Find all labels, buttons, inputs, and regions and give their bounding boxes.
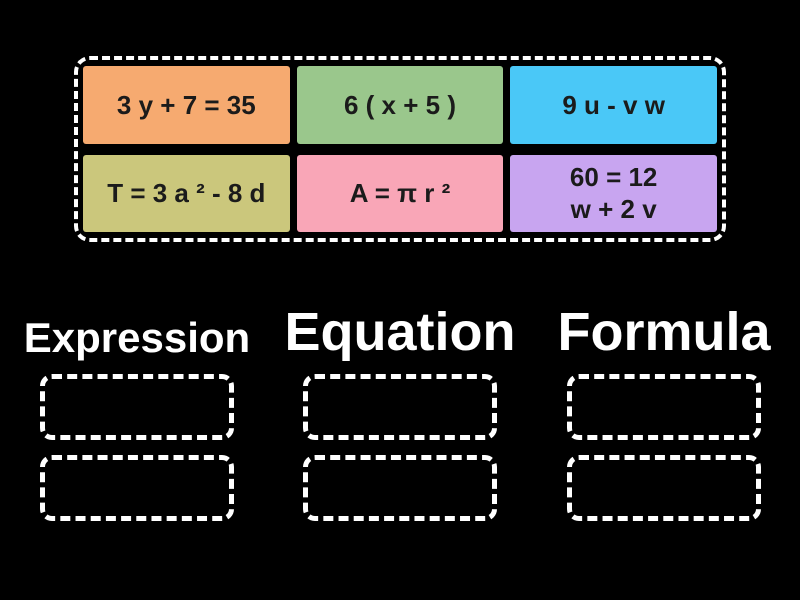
- category-column-equation: Equation: [285, 290, 516, 521]
- sort-card-1[interactable]: 3 y + 7 = 35: [83, 66, 290, 144]
- drop-slot-formula-1[interactable]: [567, 374, 761, 440]
- category-title-formula: Formula: [557, 301, 771, 362]
- card-tray: 3 y + 7 = 35 6 ( x + 5 ) 9 u - v w T = 3…: [74, 56, 726, 242]
- sort-card-2[interactable]: 6 ( x + 5 ): [296, 66, 504, 144]
- sort-card-3[interactable]: 9 u - v w: [510, 66, 717, 144]
- category-title-equation: Equation: [284, 301, 516, 362]
- category-column-expression: Expression: [23, 290, 251, 521]
- drop-slot-expression-2[interactable]: [40, 455, 234, 521]
- category-column-formula: Formula: [554, 290, 774, 521]
- sort-card-4[interactable]: T = 3 a ² - 8 d: [83, 154, 290, 232]
- sort-card-5[interactable]: A = π r ²: [296, 154, 504, 232]
- sort-card-6[interactable]: 60 = 12 w + 2 v: [510, 154, 717, 232]
- drop-slot-expression-1[interactable]: [40, 374, 234, 440]
- drop-slot-equation-2[interactable]: [303, 455, 497, 521]
- category-title-expression: Expression: [23, 314, 251, 362]
- drop-slot-equation-1[interactable]: [303, 374, 497, 440]
- drop-slot-formula-2[interactable]: [567, 455, 761, 521]
